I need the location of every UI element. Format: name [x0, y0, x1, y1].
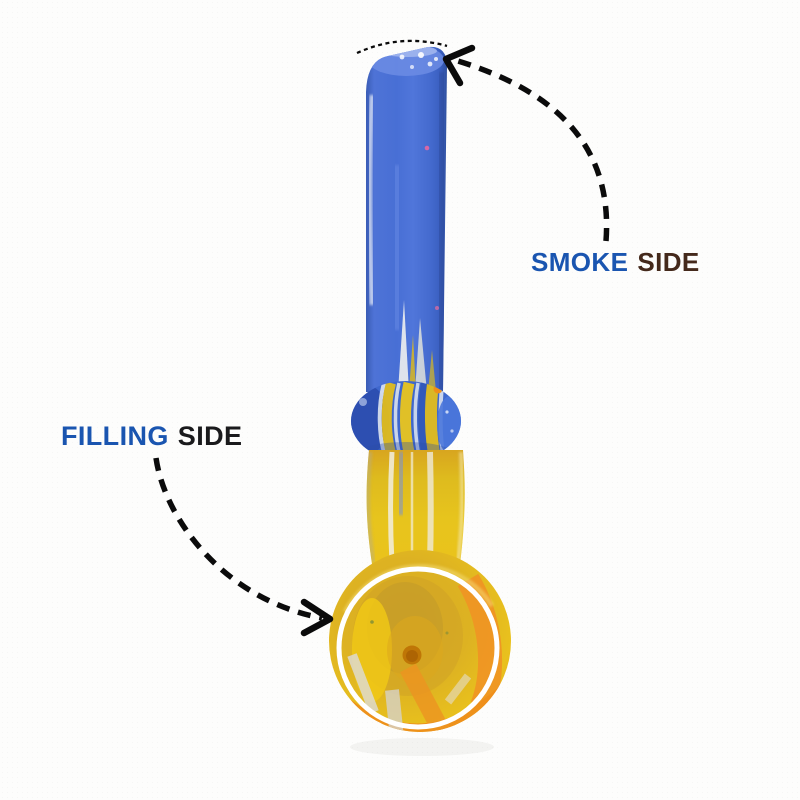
bowl-shadow	[350, 738, 494, 756]
smoke-side-label: SMOKE SIDE	[531, 249, 700, 275]
air-bubbles	[399, 52, 438, 69]
filling-side-label-word2: SIDE	[177, 421, 243, 451]
mouthpiece-dotted-arc	[356, 39, 448, 55]
smoke-side-arrow-curve	[457, 58, 610, 242]
filling-side-arrowhead	[300, 598, 334, 637]
pipe-bowl	[329, 550, 511, 732]
bowl-hole	[402, 645, 422, 665]
filling-side-label: FILLING SIDE	[61, 423, 242, 450]
annotations	[153, 39, 610, 637]
pipe-neck	[366, 450, 465, 564]
filling-side-label-word1: FILLING	[61, 421, 169, 451]
smoke-side-label-word2: SIDE	[637, 247, 700, 277]
smoke-side-label-word1: SMOKE	[531, 247, 629, 277]
smoke-side-arrowhead	[442, 44, 476, 87]
pink-glass-flecks	[424, 145, 439, 310]
pipe-stem	[366, 46, 447, 393]
bowl-opening-highlight-circle	[336, 566, 500, 730]
filling-side-arrow-curve	[153, 457, 323, 621]
stem-glass-streaks	[367, 46, 447, 392]
